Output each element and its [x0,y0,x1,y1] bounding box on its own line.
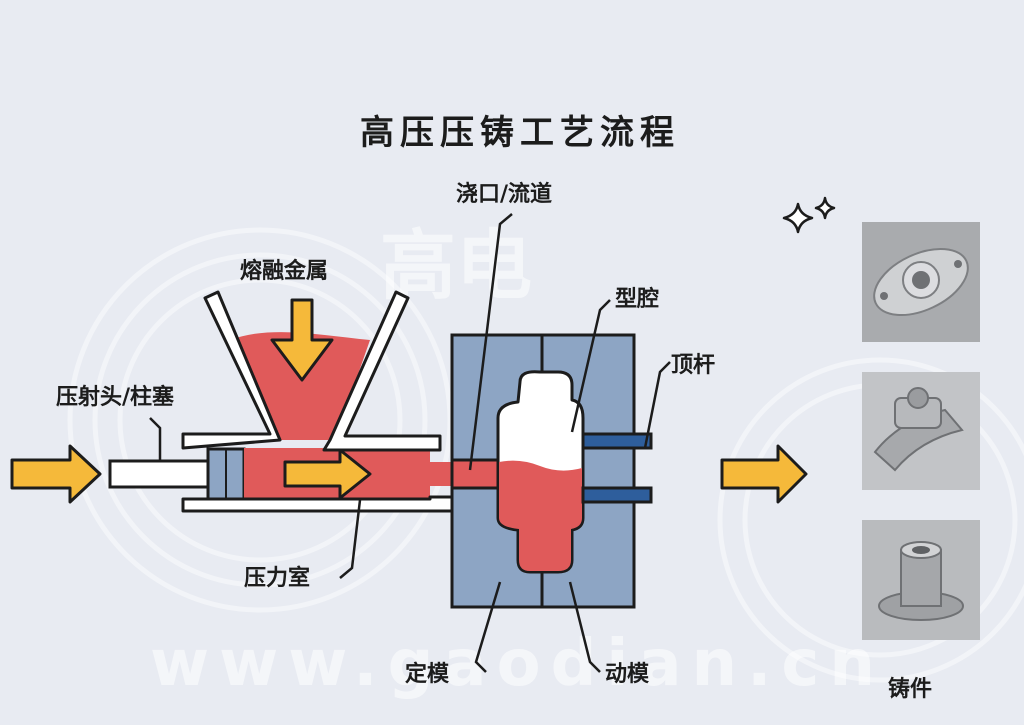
leader-sprue [468,213,513,471]
shot-chamber-top-wall [181,290,282,450]
label-shot-chamber: 压力室 [244,565,310,591]
flow-arrow-icon [283,448,372,500]
label-molten-metal: 熔融金属 [240,258,328,284]
label-ejector-pin: 顶杆 [671,353,715,378]
leader-ejector [643,361,671,449]
label-moving-die: 动模 [605,662,650,687]
label-fixed-die: 定模 [405,661,450,687]
leader-cavity [570,299,611,433]
casting-photo-2 [862,372,980,490]
output-arrow-icon [720,444,808,504]
sparkle-icon-small [814,196,836,220]
casting-photo-3 [862,520,980,640]
cavity-metal-fill [499,460,582,571]
leader-lines [149,213,671,673]
runner-channel [450,458,506,490]
funnel-right-wall [322,290,442,452]
ejector-pin-lower [581,486,653,504]
arrow-right-icon [10,444,102,504]
casting-photo-1 [862,222,980,342]
leader-chamber [339,499,362,579]
label-cavity: 型腔 [615,286,659,312]
ejector-pin-upper [581,432,653,450]
watermark: 高电 www.gaodian.cn [67,221,1024,701]
leader-plunger [149,417,162,462]
watermark-url: www.gaodian.cn [150,627,885,701]
shot-chamber-bottom-wall [181,495,457,513]
leader-moving-die [568,581,601,673]
label-sprue-runner: 浇口/流道 [456,181,552,207]
page-title: 高压压铸工艺流程 [360,113,680,153]
plunger-rod [108,459,210,489]
label-castings: 铸件 [888,676,932,702]
leader-fixed-die [474,581,502,673]
arrow-down-icon [270,298,334,382]
label-plunger: 压射头/柱塞 [56,384,175,410]
sparkle-icon [782,202,814,234]
